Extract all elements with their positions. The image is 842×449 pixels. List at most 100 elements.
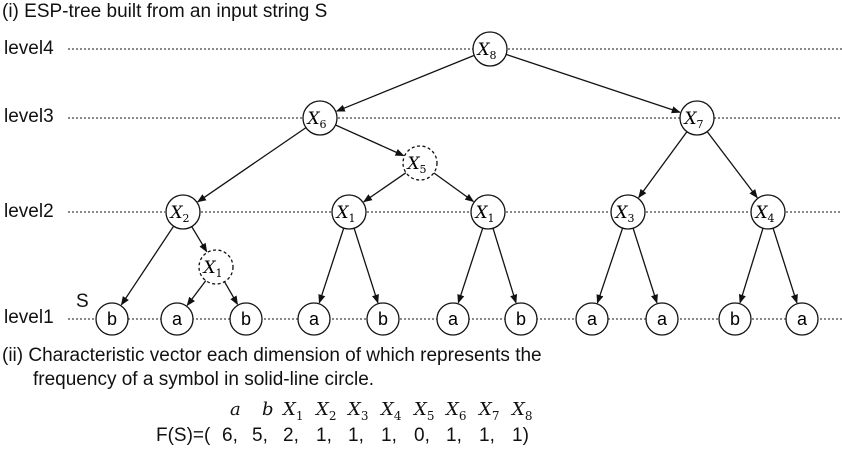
vector-symbol: X3 [348, 399, 369, 423]
solid-circle [610, 194, 646, 230]
tree-node-X1a: X1 [331, 194, 367, 230]
tree-node-X3a: X3 [610, 194, 646, 230]
vector-symbol: a [230, 399, 241, 420]
solid-circle [750, 194, 786, 230]
node-label: a [657, 309, 668, 329]
tree-node-X6a: X6 [302, 100, 338, 136]
node-label: X2 [168, 203, 189, 225]
node-label: a [448, 309, 459, 329]
node-label: X1 [473, 203, 494, 225]
edge-X1a-L4 [318, 227, 345, 304]
edge-X7a-X4a [706, 131, 758, 199]
edge-X7a-X3a [638, 131, 688, 199]
node-label: a [172, 309, 183, 329]
node-label: X5 [405, 154, 426, 176]
tree-node-L8: a [575, 302, 609, 336]
edge-X1a-L5 [353, 228, 379, 304]
caption-part-i: (i) ESP-tree built from an input string … [2, 1, 328, 22]
edge-X1b-L6 [457, 227, 484, 304]
node-label: b [378, 309, 388, 329]
vector-value: 2, [283, 425, 299, 446]
level-label-2: level2 [4, 201, 54, 222]
solid-circle [472, 31, 508, 67]
dashed-circle [402, 145, 438, 181]
vector-symbol: X6 [446, 399, 467, 423]
dashed-circle [198, 249, 234, 285]
vector-value: 1, [479, 425, 495, 446]
solid-circle [302, 100, 338, 136]
tree-node-X2a: X2 [165, 194, 201, 230]
vector-symbol: X5 [414, 399, 435, 423]
vector-symbol: X1 [283, 399, 304, 423]
node-label: X7 [682, 109, 703, 131]
caption-part-ii-line1: (ii) Characteristic vector each dimensio… [2, 345, 542, 366]
node-label: X8 [475, 40, 496, 62]
tree-node-X5a: X5 [402, 145, 438, 181]
solid-circle [785, 302, 819, 336]
node-label: a [309, 309, 320, 329]
solid-circle [575, 302, 609, 336]
edge-X1c-L2 [186, 280, 207, 307]
edge-X6a-X2a [197, 127, 307, 203]
tree-node-X7a: X7 [679, 100, 715, 136]
vector-value: 1, [381, 425, 397, 446]
node-label: a [587, 309, 598, 329]
edge-X5a-X1b [433, 172, 475, 203]
solid-circle [679, 100, 715, 136]
solid-circle [165, 194, 201, 230]
solid-circle [366, 302, 400, 336]
node-label: b [241, 309, 251, 329]
caption-part-ii-line2: frequency of a symbol in solid-line circ… [33, 369, 375, 390]
edge-X3a-L8 [596, 227, 624, 304]
tree-node-X1c: X1 [198, 249, 234, 285]
level-label-3: level3 [4, 106, 54, 127]
node-label: X4 [753, 203, 774, 225]
tree-node-X8a: X8 [472, 31, 508, 67]
node-label: b [107, 309, 117, 329]
vector-symbol: X2 [316, 399, 337, 423]
vector-symbol: X8 [512, 399, 533, 423]
tree-node-L6: a [436, 302, 470, 336]
edge-X1b-L7 [492, 228, 518, 304]
vector-value: 5, [252, 425, 268, 446]
tree-node-L5: b [366, 302, 400, 336]
edge-X3a-L9 [632, 228, 658, 304]
vector-value: 1, [316, 425, 332, 446]
edge-X4a-L10 [738, 228, 764, 304]
tree-node-L11: a [785, 302, 819, 336]
level-label-4: level4 [4, 38, 54, 59]
vector-symbol: X4 [381, 399, 402, 423]
node-label: X1 [334, 203, 355, 225]
node-label: X6 [305, 109, 326, 131]
vector-value: 1) [512, 425, 529, 446]
tree-node-X1b: X1 [470, 194, 506, 230]
tree-node-L9: a [645, 302, 679, 336]
tree-node-L3: b [229, 302, 263, 336]
tree-node-X4a: X4 [750, 194, 786, 230]
edge-X4a-L11 [772, 228, 798, 304]
string-label-s: S [76, 291, 89, 312]
solid-circle [470, 194, 506, 230]
vector-value: 0, [414, 425, 430, 446]
solid-circle [95, 302, 129, 336]
edge-X8a-X6a [335, 54, 475, 112]
edge-X2a-X1c [191, 226, 208, 253]
solid-circle [229, 302, 263, 336]
tree-node-L4: a [297, 302, 331, 336]
vector-value: 6, [222, 425, 238, 446]
solid-circle [645, 302, 679, 336]
tree-node-L10: b [718, 302, 752, 336]
solid-circle [160, 302, 194, 336]
edge-X1c-L3 [223, 281, 239, 306]
edge-X6a-X5a [335, 124, 405, 157]
tree-node-L7: b [504, 302, 538, 336]
tree-node-L1: b [95, 302, 129, 336]
solid-circle [504, 302, 538, 336]
vector-prefix: F(S)=( [156, 425, 211, 446]
level-label-1: level1 [4, 307, 54, 328]
edge-X2a-L1 [120, 225, 175, 306]
node-label: X1 [201, 258, 222, 280]
node-label: b [730, 309, 740, 329]
solid-circle [331, 194, 367, 230]
